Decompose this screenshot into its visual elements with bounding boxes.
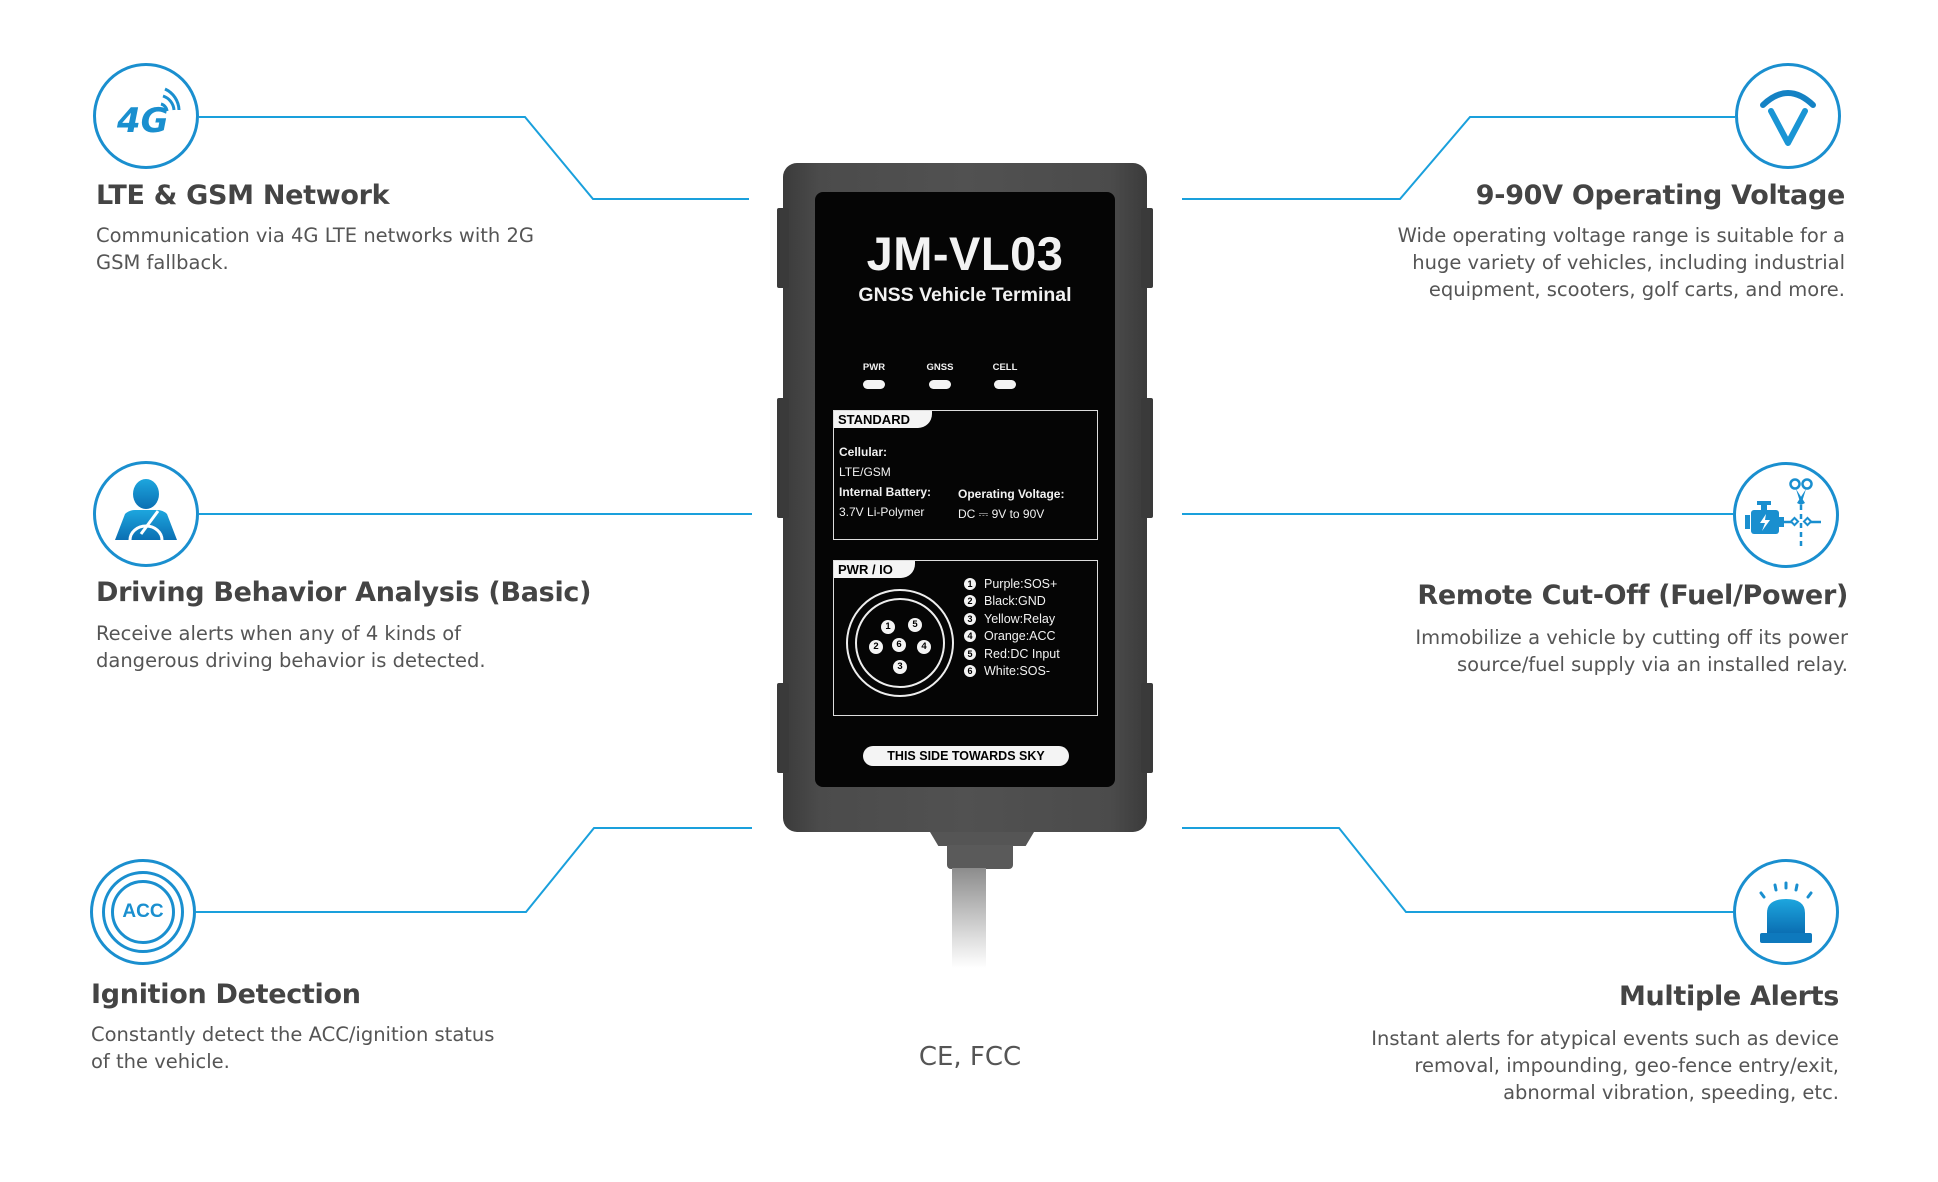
connector-pin: 5 bbox=[908, 618, 922, 632]
led-gnss bbox=[929, 380, 951, 389]
device-side-tab bbox=[1141, 683, 1153, 773]
device-cable-collar bbox=[930, 832, 1034, 846]
cellular-label: Cellular: bbox=[839, 445, 888, 459]
device-cable bbox=[952, 868, 986, 968]
device-model: JM-VL03 bbox=[866, 227, 1064, 280]
pin-row: 1 Purple:SOS+ bbox=[964, 575, 1060, 593]
alarm-beacon-icon bbox=[1733, 859, 1839, 965]
pin-label: Purple:SOS+ bbox=[984, 576, 1058, 591]
connector-pin: 6 bbox=[892, 638, 906, 652]
standard-spec-box: STANDARD Cellular: LTE/GSM Internal Batt… bbox=[833, 410, 1098, 540]
description-line: Constantly detect the ACC/ignition statu… bbox=[91, 1023, 495, 1046]
led-cell bbox=[994, 380, 1016, 389]
pin-number: 2 bbox=[964, 595, 976, 608]
acc-label: ACC bbox=[111, 880, 175, 944]
pin-row: 4 Orange:ACC bbox=[964, 628, 1060, 646]
acc-ring: ACC bbox=[102, 871, 184, 953]
cellular-value: LTE/GSM bbox=[839, 465, 891, 479]
voltage-v-icon bbox=[1735, 63, 1841, 169]
led-label-pwr: PWR bbox=[862, 362, 886, 373]
pin-number: 4 bbox=[964, 630, 976, 643]
orientation-label: THIS SIDE TOWARDS SKY bbox=[863, 746, 1069, 766]
feature-title: 9-90V Operating Voltage bbox=[1475, 180, 1846, 211]
pin-row: 6 White:SOS- bbox=[964, 663, 1060, 681]
feature-title: LTE & GSM Network bbox=[96, 180, 390, 211]
feature-description: Immobilize a vehicle by cutting off its … bbox=[1288, 624, 1848, 678]
voltage-value: DC ⎓ 9V to 90V bbox=[958, 507, 1045, 521]
device-side-tab bbox=[777, 208, 789, 288]
description-line: of the vehicle. bbox=[91, 1050, 230, 1073]
led-pwr bbox=[863, 380, 885, 389]
description-line: abnormal vibration, speeding, etc. bbox=[1503, 1081, 1839, 1104]
connector-pin: 1 bbox=[881, 620, 895, 634]
description-line: Instant alerts for atypical events such … bbox=[1371, 1027, 1839, 1050]
description-line: huge variety of vehicles, including indu… bbox=[1412, 251, 1845, 274]
description-line: equipment, scooters, golf carts, and mor… bbox=[1428, 278, 1845, 301]
engine-cutoff-icon bbox=[1733, 462, 1839, 568]
device-image: JM-VL03 GNSS Vehicle Terminal PWR GNSS C… bbox=[777, 163, 1153, 832]
connector-diagram: 1 5 2 6 4 3 bbox=[846, 589, 954, 697]
4g-signal-icon: 4G bbox=[93, 63, 199, 169]
pin-number: 3 bbox=[964, 612, 976, 625]
feature-description: Communication via 4G LTE networks with 2… bbox=[96, 222, 616, 276]
pin-row: 2 Black:GND bbox=[964, 593, 1060, 611]
feature-description: Constantly detect the ACC/ignition statu… bbox=[91, 1021, 611, 1075]
feature-title: Driving Behavior Analysis (Basic) bbox=[96, 577, 592, 608]
pin-label: Red:DC Input bbox=[984, 646, 1060, 661]
device-side-tab bbox=[777, 398, 789, 518]
device-cable-gland bbox=[947, 845, 1013, 869]
description-line: Receive alerts when any of 4 kinds of bbox=[96, 622, 462, 645]
battery-label: Internal Battery: bbox=[839, 485, 932, 499]
feature-title: Remote Cut-Off (Fuel/Power) bbox=[1417, 580, 1848, 611]
description-line: Immobilize a vehicle by cutting off its … bbox=[1415, 626, 1848, 649]
description-line: GSM fallback. bbox=[96, 251, 229, 274]
pin-label: White:SOS- bbox=[984, 664, 1050, 679]
description-line: Communication via 4G LTE networks with 2… bbox=[96, 224, 534, 247]
certifications: CE, FCC bbox=[918, 1042, 1022, 1072]
acc-ignition-icon: ACC bbox=[90, 859, 196, 965]
pin-number: 1 bbox=[964, 577, 976, 590]
device-label-panel: JM-VL03 GNSS Vehicle Terminal PWR GNSS C… bbox=[815, 192, 1115, 787]
connector-ring bbox=[855, 598, 945, 688]
pin-number: 5 bbox=[964, 647, 976, 660]
description-line: removal, impounding, geo-fence entry/exi… bbox=[1414, 1054, 1839, 1077]
description-line: dangerous driving behavior is detected. bbox=[96, 649, 486, 672]
voltage-label: Operating Voltage: bbox=[958, 487, 1065, 501]
feature-title: Ignition Detection bbox=[91, 979, 361, 1010]
feature-description: Wide operating voltage range is suitable… bbox=[1285, 222, 1845, 303]
driver-seatbelt-icon bbox=[93, 461, 199, 567]
pin-row: 3 Yellow:Relay bbox=[964, 610, 1060, 628]
description-line: Wide operating voltage range is suitable… bbox=[1397, 224, 1845, 247]
battery-value: 3.7V Li-Polymer bbox=[839, 505, 925, 519]
device-side-tab bbox=[777, 683, 789, 773]
pin-label: Black:GND bbox=[984, 594, 1046, 609]
connector-pin: 2 bbox=[869, 640, 883, 654]
svg-text:4G: 4G bbox=[116, 101, 169, 141]
pwr-io-tag: PWR / IO bbox=[834, 561, 915, 578]
pwr-io-box: PWR / IO 1 5 2 6 4 3 1 Purple:SOS+ 2 Black… bbox=[833, 560, 1098, 716]
pin-number: 6 bbox=[964, 665, 976, 678]
led-label-cell: CELL bbox=[992, 362, 1018, 373]
description-line: source/fuel supply via an installed rela… bbox=[1456, 653, 1848, 676]
device-subtitle: GNSS Vehicle Terminal bbox=[858, 284, 1072, 306]
device-side-tab bbox=[1141, 208, 1153, 288]
connector-pin: 4 bbox=[917, 640, 931, 654]
pin-label: Orange:ACC bbox=[984, 629, 1056, 644]
feature-description: Instant alerts for atypical events such … bbox=[1279, 1025, 1839, 1106]
pin-row: 5 Red:DC Input bbox=[964, 645, 1060, 663]
pin-label: Yellow:Relay bbox=[984, 611, 1056, 626]
connector-pin: 3 bbox=[893, 660, 907, 674]
standard-tag: STANDARD bbox=[834, 411, 932, 428]
device-side-tab bbox=[1141, 398, 1153, 518]
feature-description: Receive alerts when any of 4 kinds of da… bbox=[96, 620, 616, 674]
feature-title: Multiple Alerts bbox=[1618, 981, 1839, 1012]
led-label-gnss: GNSS bbox=[926, 362, 954, 373]
